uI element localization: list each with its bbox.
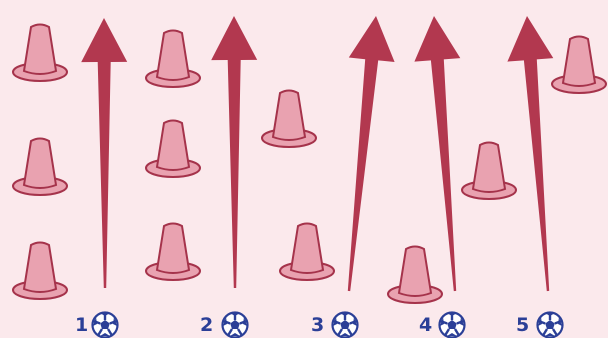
lane-markers: 1 2 3 4 5 (75, 313, 563, 338)
traffic-cone-icon (146, 121, 200, 178)
soccer-ball-icon (223, 313, 248, 338)
soccer-ball-icon (538, 313, 563, 338)
lane-number: 5 (516, 314, 529, 336)
lane-marker-4: 4 (419, 313, 465, 338)
arrow-up-icon (507, 16, 553, 291)
traffic-cone-icon (13, 243, 67, 300)
arrow-up-icon (348, 16, 395, 291)
lane-number: 4 (419, 314, 432, 336)
arrow-up-icon (211, 16, 257, 288)
soccer-ball-icon (333, 313, 358, 338)
traffic-cone-icon (13, 25, 67, 82)
lane-marker-1: 1 (75, 313, 118, 338)
traffic-cone-icon (388, 247, 442, 304)
traffic-cone-icon (146, 31, 200, 88)
traffic-cone-icon (552, 37, 606, 94)
arrow-up-icon (81, 18, 127, 288)
lane-number: 3 (311, 314, 324, 336)
lane-number: 1 (75, 314, 88, 336)
lane-marker-2: 2 (200, 313, 248, 338)
soccer-ball-icon (440, 313, 465, 338)
traffic-cone-icon (146, 224, 200, 281)
traffic-cone-icon (262, 91, 316, 148)
traffic-cone-icon (280, 224, 334, 281)
lane-marker-5: 5 (516, 313, 563, 338)
soccer-ball-icon (93, 313, 118, 338)
traffic-cone-icon (13, 139, 67, 196)
traffic-cone-icon (462, 143, 516, 200)
lane-marker-3: 3 (311, 313, 358, 338)
lane-number: 2 (200, 314, 213, 336)
